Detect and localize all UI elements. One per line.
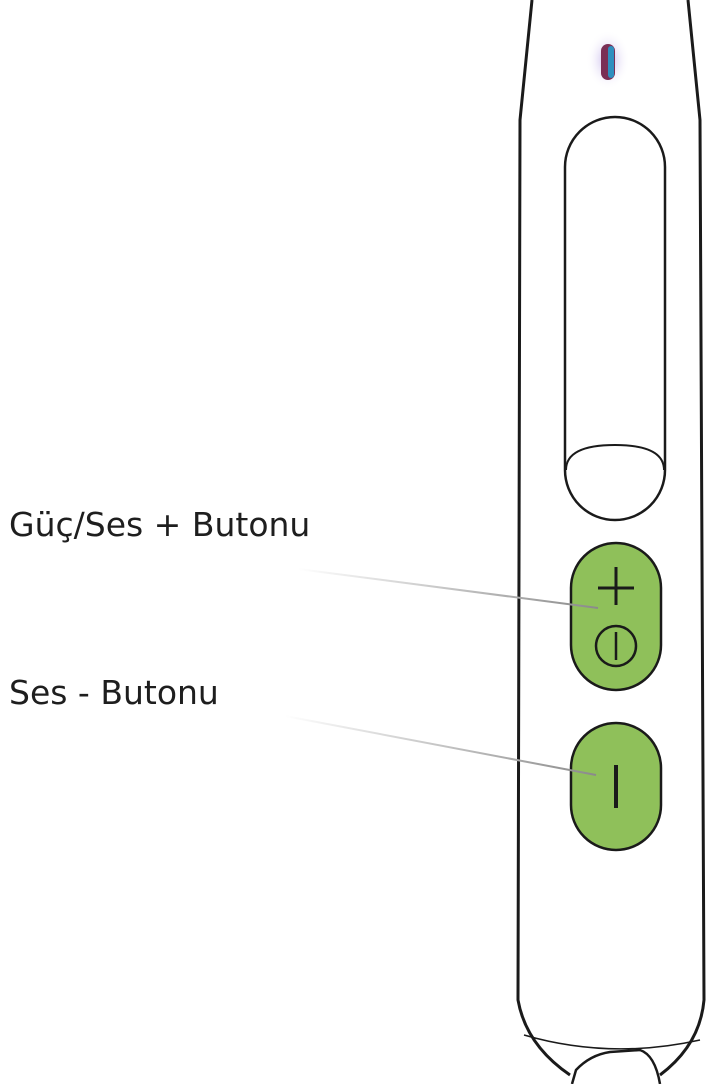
led-indicator [586,30,630,90]
callout-power-volume-up: Güç/Ses + Butonu [9,505,311,544]
power-icon [594,624,638,668]
device-bottom-curve [523,1034,701,1050]
volume-down-button[interactable] [569,721,663,852]
callout-volume-down: Ses - Butonu [9,673,219,712]
plus-icon [598,567,634,605]
device-slot [563,115,667,522]
leader-line-power [297,568,599,609]
leader-line-voldown [284,715,597,776]
power-volume-up-button[interactable] [569,541,663,692]
cable-stub [570,1048,662,1084]
